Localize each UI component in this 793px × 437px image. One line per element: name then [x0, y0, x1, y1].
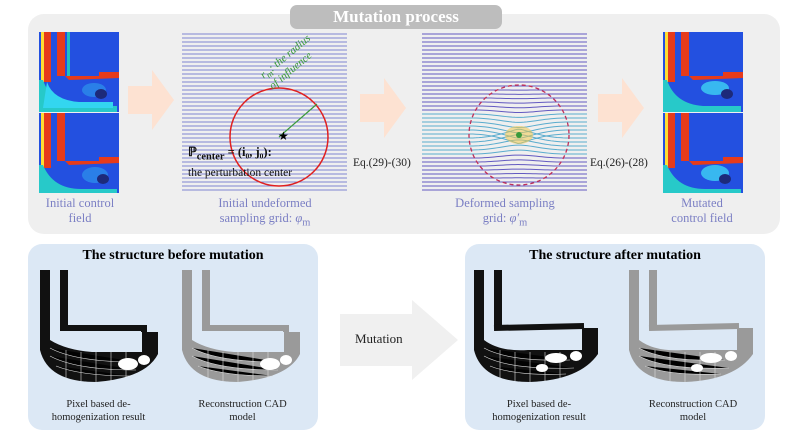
flow-arrow-1 [128, 70, 174, 130]
deformed-sampling-grid [422, 33, 587, 191]
phi-prime-symbol: φ′ [509, 211, 520, 225]
center-equation: = (i₀, j₀): [224, 145, 272, 159]
deformed-grid-line [422, 121, 587, 128]
initial-sampling-grid: ★ [182, 33, 347, 191]
after-cad-caption: Reconstruction CAD model [628, 398, 758, 424]
deformed-grid-line [422, 129, 587, 139]
deformed-grid-line [422, 144, 587, 151]
star-icon: ★ [278, 129, 289, 143]
deformed-grid-line [422, 134, 587, 143]
phi-subscript: m [302, 217, 311, 229]
after-mutation-panel [465, 244, 765, 430]
deformed-grid-line [422, 133, 587, 144]
equation-label-1: Eq.(29)-(30) [353, 157, 411, 169]
before-pixel-result [40, 270, 158, 382]
deformed-grid-line [422, 109, 587, 114]
phi-prime-subscript: m [519, 217, 528, 229]
before-cad-caption: Reconstruction CAD model [180, 398, 305, 424]
radius-line [278, 103, 318, 138]
deformed-grid-line [422, 117, 587, 123]
deformed-grid-line [422, 97, 587, 100]
caption-line-2: sampling grid: [219, 211, 296, 225]
caption-line-1: Deformed sampling [455, 196, 555, 210]
before-cad-model [182, 270, 300, 382]
after-mutation-title: The structure after mutation [529, 248, 701, 263]
mutated-control-field-1 [663, 32, 743, 112]
center-annotation: ℙcenter = (i₀, j₀): the perturbation cen… [188, 145, 292, 180]
caption-line-1: Initial undeformed [218, 196, 312, 210]
caption-line-2: model [679, 412, 707, 423]
caption-line-2: model [229, 412, 256, 423]
deformed-grid-line [422, 164, 587, 167]
deformed-grid-line [422, 159, 587, 163]
deformed-grid-caption: Deformed sampling grid: φ′m [430, 196, 580, 231]
initial-grid-caption: Initial undeformed sampling grid: φm [190, 196, 340, 231]
initial-control-field-1 [39, 32, 119, 112]
deformed-grid-line [422, 113, 587, 118]
caption-line-1: Reconstruction CAD [648, 399, 738, 410]
caption-line-1: Pixel based de- [66, 399, 131, 410]
caption-line-2: grid: [482, 211, 510, 225]
after-cad-model [629, 270, 753, 382]
deformed-grid-line [422, 168, 587, 171]
caption-line-1: Mutated [681, 196, 723, 210]
panel-title: Mutation process [290, 5, 502, 29]
phi-symbol: φ [295, 211, 303, 225]
influence-circle-dashed [468, 84, 570, 186]
mutated-control-field-2 [663, 113, 743, 193]
caption-line-2: homogenization result [51, 412, 146, 423]
caption-line-1: Pixel based de- [506, 399, 572, 410]
before-pixel-caption: Pixel based de- homogenization result [36, 398, 161, 424]
after-pixel-caption: Pixel based de- homogenization result [474, 398, 604, 424]
flow-arrow-3 [598, 78, 644, 138]
deformed-grid-line [422, 105, 587, 109]
caption-line-2: field [68, 211, 92, 225]
caption-line-2: homogenization result [492, 412, 586, 423]
caption-line-1: Initial control [45, 196, 115, 210]
initial-control-field-2 [39, 113, 119, 193]
initial-field-caption: Initial control field [30, 196, 130, 226]
caption-line-1: Reconstruction CAD [198, 399, 287, 410]
deformed-grid-line [422, 154, 587, 159]
deformed-grid-line [422, 149, 587, 155]
deformed-grid-line [422, 125, 587, 134]
center-subscript: center [196, 151, 225, 163]
deformed-grid-line [422, 128, 587, 139]
equation-label-2: Eq.(26)-(28) [590, 157, 648, 169]
before-mutation-panel [28, 244, 318, 430]
flow-arrow-2 [360, 78, 406, 138]
center-text: the perturbation center [188, 166, 293, 179]
influence-circle [229, 87, 329, 187]
mutated-field-caption: Mutated control field [652, 196, 752, 226]
before-mutation-title: The structure before mutation [82, 248, 264, 263]
deformed-grid-line [422, 139, 587, 147]
center-symbol: ℙ [188, 145, 197, 159]
after-pixel-result [474, 270, 598, 382]
mutation-label: Mutation [355, 331, 403, 346]
mutation-arrow [340, 300, 458, 380]
center-dot [516, 132, 522, 138]
caption-line-2: control field [671, 211, 733, 225]
deformed-grid-line [422, 101, 587, 104]
